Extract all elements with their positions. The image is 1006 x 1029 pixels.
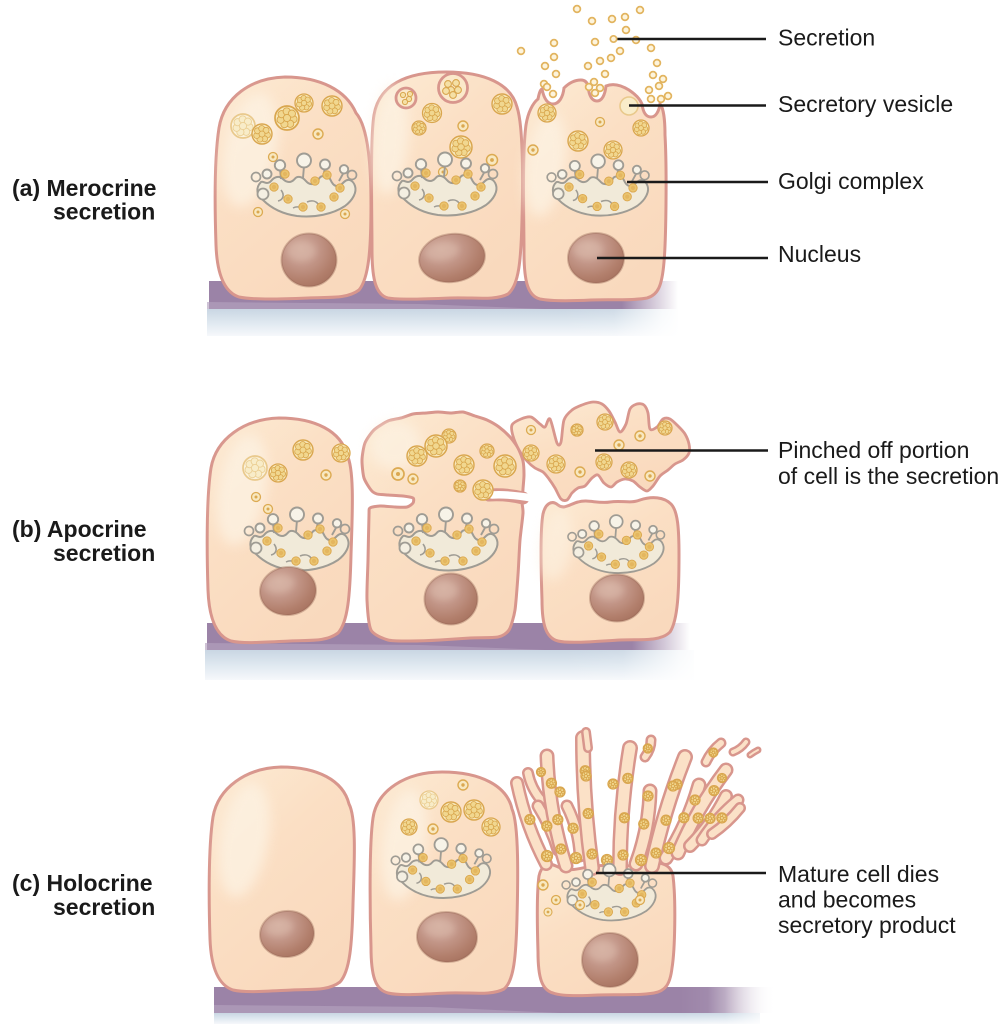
svg-text:of cell is the secretion: of cell is the secretion (778, 463, 999, 489)
svg-text:Golgi complex: Golgi complex (778, 168, 924, 194)
svg-text:and becomes: and becomes (778, 887, 916, 913)
svg-text:secretion: secretion (53, 199, 155, 225)
svg-text:Secretory vesicle: Secretory vesicle (778, 91, 953, 117)
svg-text:Pinched off portion: Pinched off portion (778, 437, 969, 463)
svg-text:Secretion: Secretion (778, 25, 875, 51)
svg-text:secretion: secretion (53, 540, 155, 566)
svg-text:(c) Holocrine: (c) Holocrine (12, 870, 153, 896)
svg-text:(b) Apocrine: (b) Apocrine (12, 516, 147, 542)
svg-text:Mature cell dies: Mature cell dies (778, 861, 939, 887)
svg-text:secretory product: secretory product (778, 912, 956, 938)
svg-text:Nucleus: Nucleus (778, 241, 861, 267)
svg-text:(a) Merocrine: (a) Merocrine (12, 175, 156, 201)
svg-text:secretion: secretion (53, 894, 155, 920)
